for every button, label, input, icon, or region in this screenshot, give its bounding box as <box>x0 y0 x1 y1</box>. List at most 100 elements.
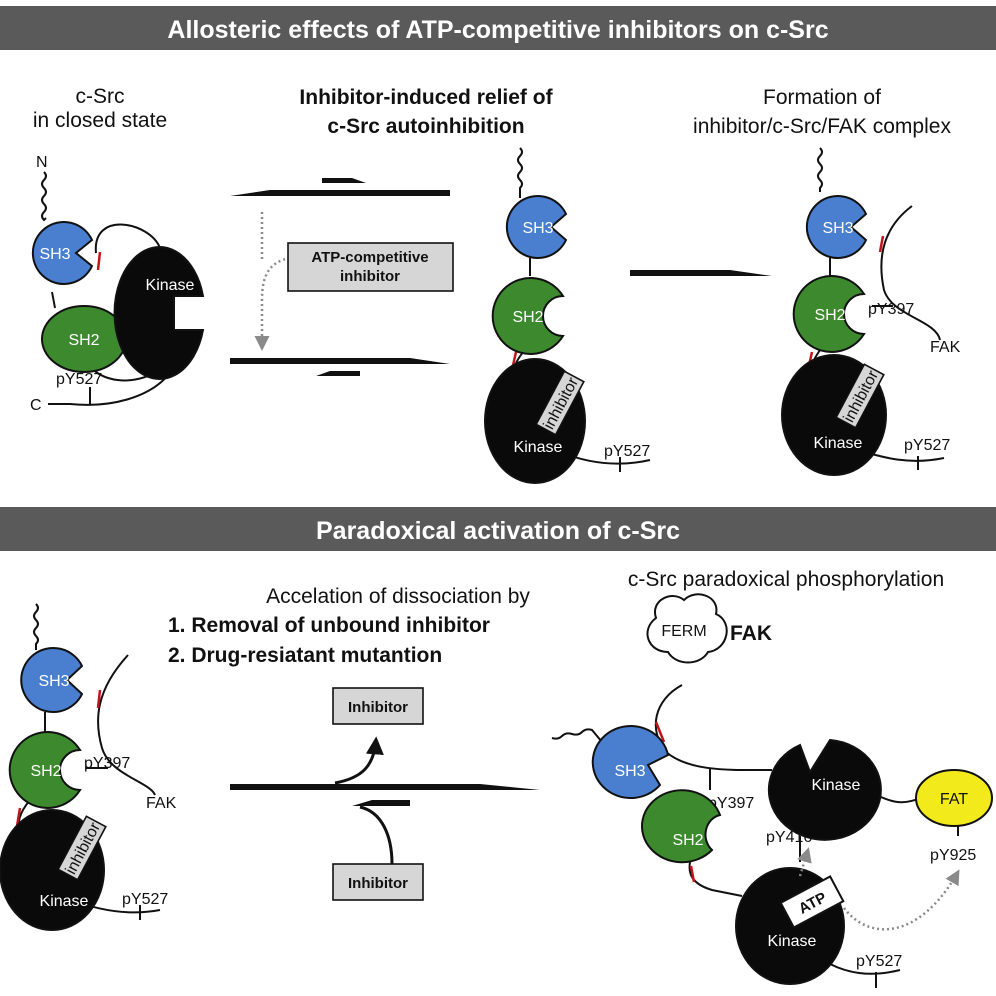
relief-title-line1: Inhibitor-induced relief of <box>299 86 553 109</box>
inhibitor-box-unbound <box>332 863 424 901</box>
fak-red-segment <box>878 235 885 253</box>
fat-label: FAT <box>940 791 968 808</box>
dissociation-item-2: 2. Drug-resiatant mutantion <box>168 644 442 667</box>
inhibitor-box-unbound-label: Inhibitor <box>348 875 408 892</box>
n-terminal-tail <box>551 728 603 743</box>
n-terminus-label: N <box>36 154 48 171</box>
sh3-label: SH3 <box>522 220 553 237</box>
inhibitor-box-released <box>332 687 424 725</box>
csrc-closed-state: N C pY527 SH3 SH2 Kinase <box>30 154 205 414</box>
inhibitor-binding-arrow <box>254 256 291 351</box>
linker-red-segment <box>689 865 696 883</box>
complex-title-line2: inhibitor/c-Src/FAK complex <box>693 115 951 138</box>
sh3-sh2-linker <box>51 291 56 309</box>
sh2-label: SH2 <box>672 832 703 849</box>
sh2-label: SH2 <box>512 309 543 326</box>
py527-label: pY527 <box>122 891 168 908</box>
n-terminal-tail <box>517 147 523 198</box>
sh2-label: SH2 <box>814 307 845 324</box>
fat-domain <box>915 769 993 827</box>
relief-title-line2: c-Src autoinhibition <box>327 115 524 138</box>
sh3-label: SH3 <box>614 763 645 780</box>
inhibitor-csrc-fak-complex: pY397 FAK pY527 SH3 SH2 Kinase inhibitor <box>781 147 961 476</box>
closed-state-caption-line1: c-Src <box>76 85 125 108</box>
sh3-domain <box>805 195 868 259</box>
ferm-label: FERM <box>661 623 706 640</box>
equilibrium-arrows: ATP-competitive inhibitor <box>230 178 454 376</box>
py527-label: pY527 <box>56 371 102 388</box>
kinase-label-csrc: Kinase <box>768 933 817 950</box>
linker-red-segment <box>15 807 22 827</box>
inhibitor-box <box>57 815 107 881</box>
fak-chain <box>880 205 941 341</box>
py397-label: pY397 <box>84 755 130 772</box>
py527-label: pY527 <box>856 953 902 970</box>
paradoxical-complex: pY397 pY925 pY416 pY527 FERM FAK SH3 SH2… <box>551 593 993 988</box>
inhibitor-box <box>535 370 585 436</box>
reverse-arrow-large <box>230 190 450 196</box>
header-bottom-bar <box>0 507 996 551</box>
atp-competitive-inhibitor-box <box>287 242 454 292</box>
forward-arrow-large <box>230 784 540 790</box>
kinase-domain-fak <box>767 738 882 841</box>
sh2-domain <box>792 275 866 353</box>
sh3-domain <box>591 725 670 799</box>
sh3-label: SH3 <box>38 673 69 690</box>
atp-box-line2: inhibitor <box>340 268 400 285</box>
inhibitor-box-released-label: Inhibitor <box>348 699 408 716</box>
reverse-arrow-small <box>352 800 410 806</box>
c-terminus-label: C <box>30 397 42 414</box>
kinase-label: Kinase <box>514 439 563 456</box>
py397-label: pY397 <box>868 301 914 318</box>
header-top-title: Allosteric effects of ATP-competitive in… <box>167 16 828 44</box>
csrc-open-inhibited: pY527 SH3 SH2 Kinase inhibitor <box>484 147 650 484</box>
complex-title-line1: Formation of <box>763 86 881 109</box>
dissociation-item-1: 1. Removal of unbound inhibitor <box>168 614 490 637</box>
kinase-label-fak: Kinase <box>812 777 861 794</box>
py925-label: pY925 <box>930 847 976 864</box>
linker-red-segment <box>96 251 102 271</box>
sh2-kinase-linker <box>688 861 743 897</box>
sh3-domain <box>31 221 94 285</box>
dissociation-caption: Accelation of dissociation by <box>266 585 530 608</box>
complex-formation-arrow <box>630 270 772 276</box>
fak-red-segment <box>654 721 666 743</box>
c-terminal-tail <box>48 372 171 406</box>
header-bottom-title: Paradoxical activation of c-Src <box>316 517 680 545</box>
inhibitor-release-arrow <box>334 736 384 785</box>
sh3-label: SH3 <box>822 220 853 237</box>
n-terminal-tail <box>33 603 39 650</box>
sh3-kinase-linker <box>94 223 161 254</box>
sh2-domain <box>491 277 565 355</box>
header-bottom: Paradoxical activation of c-Src <box>0 507 996 551</box>
atp-box <box>779 875 845 929</box>
c-terminal-tail <box>829 963 901 975</box>
fak-chain <box>97 654 156 796</box>
fak-red-segment <box>96 689 102 709</box>
sh2-domain <box>8 731 82 809</box>
atp-box-line1: ATP-competitive <box>311 249 428 266</box>
fak-chain-to-kinase <box>654 684 773 772</box>
closed-state-caption-line2: in closed state <box>33 109 167 132</box>
fak-label: FAK <box>930 339 961 356</box>
sh2-domain <box>641 789 722 864</box>
header-top: Allosteric effects of ATP-competitive in… <box>0 6 996 50</box>
fak-label: FAK <box>146 795 177 812</box>
forward-arrow-small <box>322 178 366 183</box>
inhibitor-rebinding-curve <box>359 805 394 865</box>
py397-label: pY397 <box>708 795 754 812</box>
dissociation-arrows: Inhibitor Inhibitor <box>230 687 540 901</box>
ferm-domain <box>646 593 728 664</box>
inhibitor-box <box>835 363 885 429</box>
forward-arrow-large <box>230 358 450 364</box>
reverse-arrow-small <box>316 371 360 376</box>
py527-label: pY527 <box>904 437 950 454</box>
sh3-domain <box>20 647 84 713</box>
n-terminal-tail <box>41 171 47 222</box>
fak-label: FAK <box>730 622 772 645</box>
header-top-bar <box>0 6 996 50</box>
sh3-domain <box>505 195 568 259</box>
sh2-label: SH2 <box>68 332 99 349</box>
kinase-domain <box>113 246 205 380</box>
